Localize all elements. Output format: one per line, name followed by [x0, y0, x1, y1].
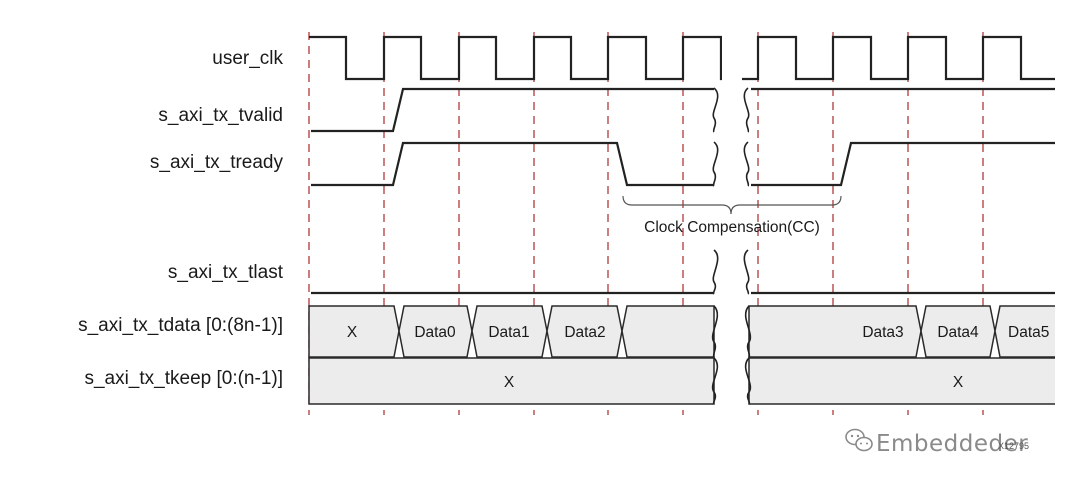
figure-id: X12795 — [998, 441, 1029, 451]
tkeep-segment — [748, 357, 1055, 405]
clock-compensation-label: Clock Compensation(CC) — [644, 219, 820, 236]
tready-waveform — [311, 141, 714, 187]
tdata-value: Data4 — [937, 324, 979, 341]
time-break-gap — [722, 28, 742, 418]
tready-waveform-cont — [751, 141, 1055, 187]
signal-label-tlast: s_axi_tx_tlast — [168, 262, 284, 283]
user-clk-waveform — [309, 35, 1055, 81]
clock-compensation-brace — [622, 195, 842, 215]
tdata-value: Data0 — [414, 324, 456, 341]
time-break-marks — [711, 87, 752, 405]
watermark: Embeddeder — [845, 428, 1028, 457]
tdata-value: Data1 — [488, 324, 529, 341]
tkeep-value: X — [504, 374, 515, 391]
signal-label-tdata: s_axi_tx_tdata [0:(8n-1)] — [78, 315, 283, 336]
signal-label-tready: s_axi_tx_tready — [150, 152, 284, 173]
tdata-segment — [748, 305, 922, 358]
tdata-segment — [621, 305, 715, 358]
signal-label-user-clk: user_clk — [212, 48, 283, 69]
signal-label-tkeep: s_axi_tx_tkeep [0:(n-1)] — [84, 368, 283, 389]
tdata-value: Data3 — [862, 324, 903, 341]
watermark-text: Embeddeder — [876, 431, 1028, 457]
tdata-segment — [308, 305, 400, 358]
wechat-icon — [845, 428, 873, 452]
clock-edge-gridlines — [308, 32, 984, 415]
tkeep-value: X — [953, 374, 964, 391]
tdata-bus: X Data0 Data1 Data2 Data3 Data4 Data5 — [308, 305, 1055, 358]
tdata-segment — [994, 305, 1055, 358]
tdata-value: Data5 — [1008, 324, 1049, 341]
tdata-value: X — [347, 324, 358, 341]
tkeep-bus: X X — [308, 357, 1055, 405]
signal-label-tvalid: s_axi_tx_tvalid — [158, 105, 283, 126]
tdata-value: Data2 — [564, 324, 605, 341]
tvalid-waveform — [311, 87, 714, 133]
